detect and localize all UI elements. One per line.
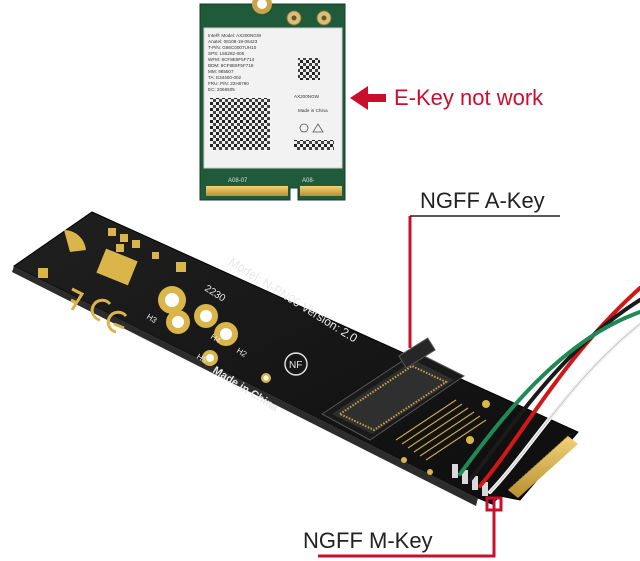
mkey-callout-line [318,498,496,558]
mkey-callout-marker [485,496,503,512]
mounting-hole [158,286,186,314]
mounting-hole [261,373,271,383]
svg-text:Made in China: Made in China [298,108,328,113]
wire-solder-pads [452,464,488,496]
wifi-card: Intel® Model: AX200NGW Anatel: 08108-19-… [199,0,346,201]
callout-lines [318,215,560,558]
wire-green [458,310,640,476]
svg-text:Intel® Model: AX200NGW: Intel® Model: AX200NGW [208,32,262,38]
svg-text:Anatel: 08108-19-06423: Anatel: 08108-19-06423 [208,39,258,44]
ekey-arrow-icon [350,86,386,110]
mkey-annotation: NGFF M-Key [303,528,433,553]
mounting-hole [194,304,218,328]
copper-pads [38,228,186,286]
barcode [294,140,334,150]
svg-text:WFM: 8CF8E8F5F714: WFM: 8CF8E8F5F714 [208,57,255,62]
akey-socket [321,337,465,441]
adapter-board-pcb [13,211,579,505]
adapter-board: Model: N-PN06 Version: 2.0 Made in China… [12,211,579,506]
wifi-card-label-text: Intel® Model: AX200NGW Anatel: 08108-19-… [208,32,328,113]
mounting-hole [202,350,218,366]
svg-text:BDM: 8CF8E8F5F718: BDM: 8CF8E8F5F718 [208,63,254,68]
qr-code-small [298,58,320,80]
svg-text:EC: 2066505: EC: 2066505 [208,87,235,92]
svg-text:T-P/N: G86C0007UH10: T-P/N: G86C0007UH10 [208,45,257,50]
ekey-annotation: E-Key not work [394,85,544,110]
mkey-gold-fingers [508,433,578,498]
wire-black [468,298,640,482]
vias [401,400,490,475]
certification-marks-icon [299,123,324,133]
antenna-connector-1 [286,10,302,26]
svg-text:MM: 985507: MM: 985507 [208,69,234,74]
svg-text:NF: NF [289,360,302,371]
qr-code-large [210,98,270,150]
antenna-connector-2 [316,10,332,26]
svg-text:TA: E34400-002: TA: E34400-002 [208,75,242,80]
svg-text:FRU: P/N: 22H8790: FRU: P/N: 22H8790 [208,81,249,86]
wifi-card-edge-label-right: A08- [302,178,315,184]
wire-red [478,286,640,488]
svg-text:SPS: L55282-005: SPS: L55282-005 [208,51,245,56]
mounting-cutout [64,229,86,252]
wifi-card-edge-label-left: A08-07 [228,178,248,184]
mounting-hole [166,310,190,334]
akey-annotation: NGFF A-Key [420,188,545,213]
fcc-ce-logo-icon [70,287,128,334]
nf-logo-icon: NF [284,352,308,376]
svg-text:AX200NGW: AX200NGW [294,94,320,99]
mounting-holes [158,286,271,383]
cable-wires [458,286,640,494]
copper-traces [395,399,487,461]
wifi-card-gold-fingers [206,186,342,196]
mounting-hole [214,322,238,346]
